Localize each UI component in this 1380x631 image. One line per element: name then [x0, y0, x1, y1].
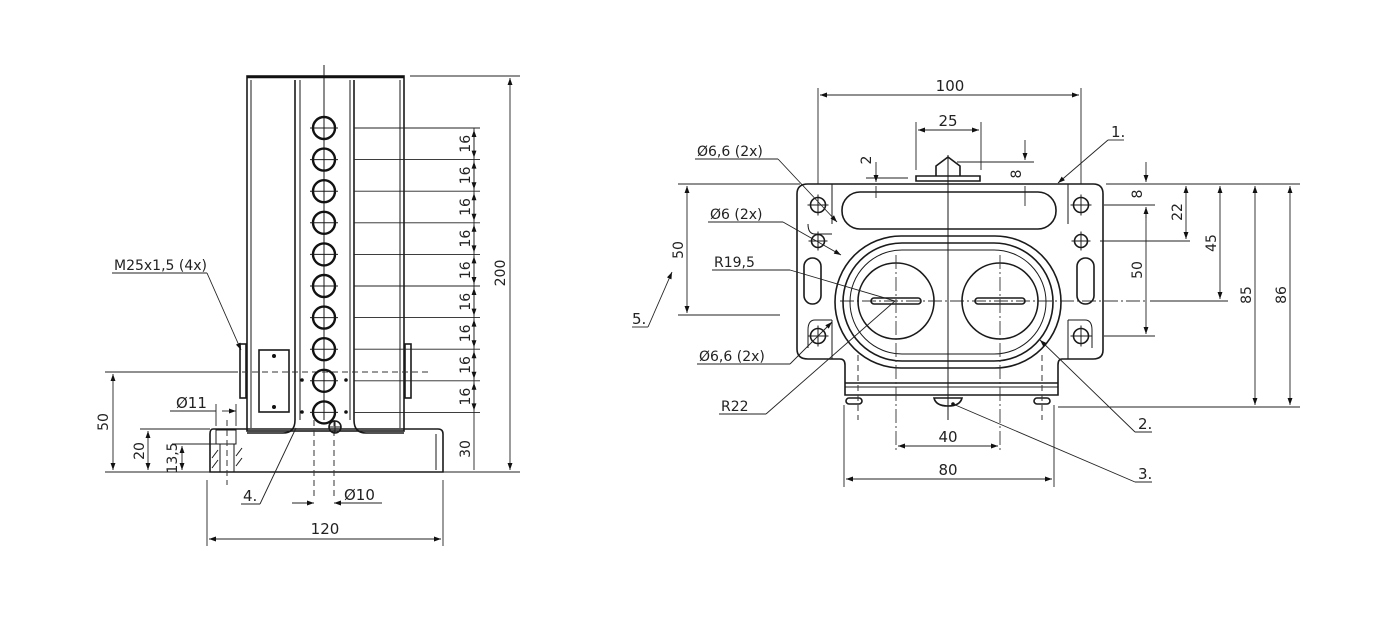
counterbore — [215, 429, 237, 445]
label-rivet — [272, 405, 276, 409]
dim-base-width: 120 — [311, 520, 340, 538]
balloon-5: 5. — [632, 310, 646, 328]
balloon-leader — [1057, 139, 1109, 184]
dim-knob-width: 25 — [938, 112, 957, 130]
callout-r19-5: R19,5 — [714, 255, 755, 271]
dim-right-8: 8 — [1130, 190, 1146, 199]
dim-right-86: 86 — [1274, 286, 1290, 304]
dim-right-45: 45 — [1204, 234, 1220, 252]
dim-pitch: 16 — [458, 356, 474, 374]
leader-line — [789, 321, 833, 365]
middle-ring — [842, 242, 1054, 362]
dim-pitch: 16 — [458, 198, 474, 216]
balloon-leader — [259, 427, 297, 505]
balloon-leader — [952, 403, 1136, 483]
leader-dot — [951, 402, 955, 406]
callout-hole-6-6-top: Ø6,6 (2x) — [697, 144, 763, 160]
ear-line — [1068, 319, 1093, 348]
fillet — [247, 419, 296, 434]
outer-ring — [834, 235, 1062, 369]
knob — [935, 156, 961, 176]
dim-counterbore-depth: 13,5 — [165, 442, 181, 473]
dim-pitch: 16 — [458, 293, 474, 311]
dim-overall-height: 200 — [493, 260, 509, 287]
ear-line — [807, 319, 832, 348]
marker-dot — [300, 410, 304, 414]
dim-pitch: 16 — [458, 388, 474, 406]
leader-line — [789, 269, 896, 302]
center-foot — [932, 397, 964, 407]
dim-pitch: 16 — [458, 166, 474, 184]
top-slot — [841, 191, 1057, 230]
dim-bottom-offset: 30 — [458, 440, 474, 458]
balloon-4: 4. — [243, 487, 257, 505]
balloon-leader — [1039, 339, 1136, 433]
dim-right-85: 85 — [1239, 286, 1255, 304]
dim-pin-diameter: Ø10 — [344, 486, 375, 504]
leader-line — [206, 272, 242, 351]
fillet — [353, 419, 404, 434]
dim-base-height: 20 — [132, 442, 148, 460]
callout-hole-6: Ø6 (2x) — [710, 207, 763, 223]
dim-bottom-40: 40 — [938, 428, 957, 446]
front-view: 16 16 16 16 16 16 16 16 16 30 200 50 20 13,5 Ø11… — [96, 65, 520, 546]
housing-outline — [796, 183, 1104, 396]
hatch — [211, 447, 243, 469]
dim-right-22: 22 — [1170, 203, 1186, 221]
balloon-2: 2. — [1138, 415, 1152, 433]
marker-dot — [344, 410, 348, 414]
gland-left — [239, 343, 247, 399]
balloon-3: 3. — [1138, 465, 1152, 483]
ear-line — [807, 223, 832, 235]
dim-pitch: 16 — [458, 324, 474, 342]
gland-right — [404, 343, 412, 399]
balloon-1: 1. — [1111, 123, 1125, 141]
side-slot-left — [803, 257, 822, 305]
marker-dot — [300, 378, 304, 382]
label-plate — [258, 349, 290, 413]
side-slot-right — [1076, 257, 1095, 305]
balloon-leader — [647, 271, 673, 328]
knob-base — [915, 175, 981, 182]
top-view: 100 25 2 8 50 Ø6,6 (2x) Ø6 (2x) R19,5 Ø6… — [632, 77, 1300, 487]
dim-bottom-80: 80 — [938, 461, 957, 479]
dim-overall-width: 100 — [936, 77, 965, 95]
inner-ring — [849, 249, 1047, 355]
thread-callout: M25x1,5 (4x) — [114, 258, 207, 274]
indicator-column — [310, 115, 480, 425]
leader-line — [782, 221, 842, 256]
dim-pitch: 16 — [458, 230, 474, 248]
tube-body — [246, 75, 405, 432]
dim-left-height: 50 — [671, 241, 687, 259]
dim-offset-2: 2 — [859, 156, 875, 165]
callout-r22: R22 — [721, 399, 749, 415]
leader-line — [777, 158, 838, 223]
leader-line — [765, 300, 896, 415]
dim-offset-8-top: 8 — [1009, 170, 1025, 179]
dim-pitch: 16 — [458, 261, 474, 279]
dim-pitch: 16 — [458, 135, 474, 153]
dim-right-50: 50 — [1130, 261, 1146, 279]
base-plate — [209, 428, 444, 473]
dim-axis-height: 50 — [96, 413, 112, 431]
dim-hole-diameter: Ø11 — [176, 394, 207, 412]
foot — [845, 397, 863, 405]
callout-hole-6-6-bottom: Ø6,6 (2x) — [699, 349, 765, 365]
label-rivet — [272, 354, 276, 358]
marker-dot — [344, 378, 348, 382]
